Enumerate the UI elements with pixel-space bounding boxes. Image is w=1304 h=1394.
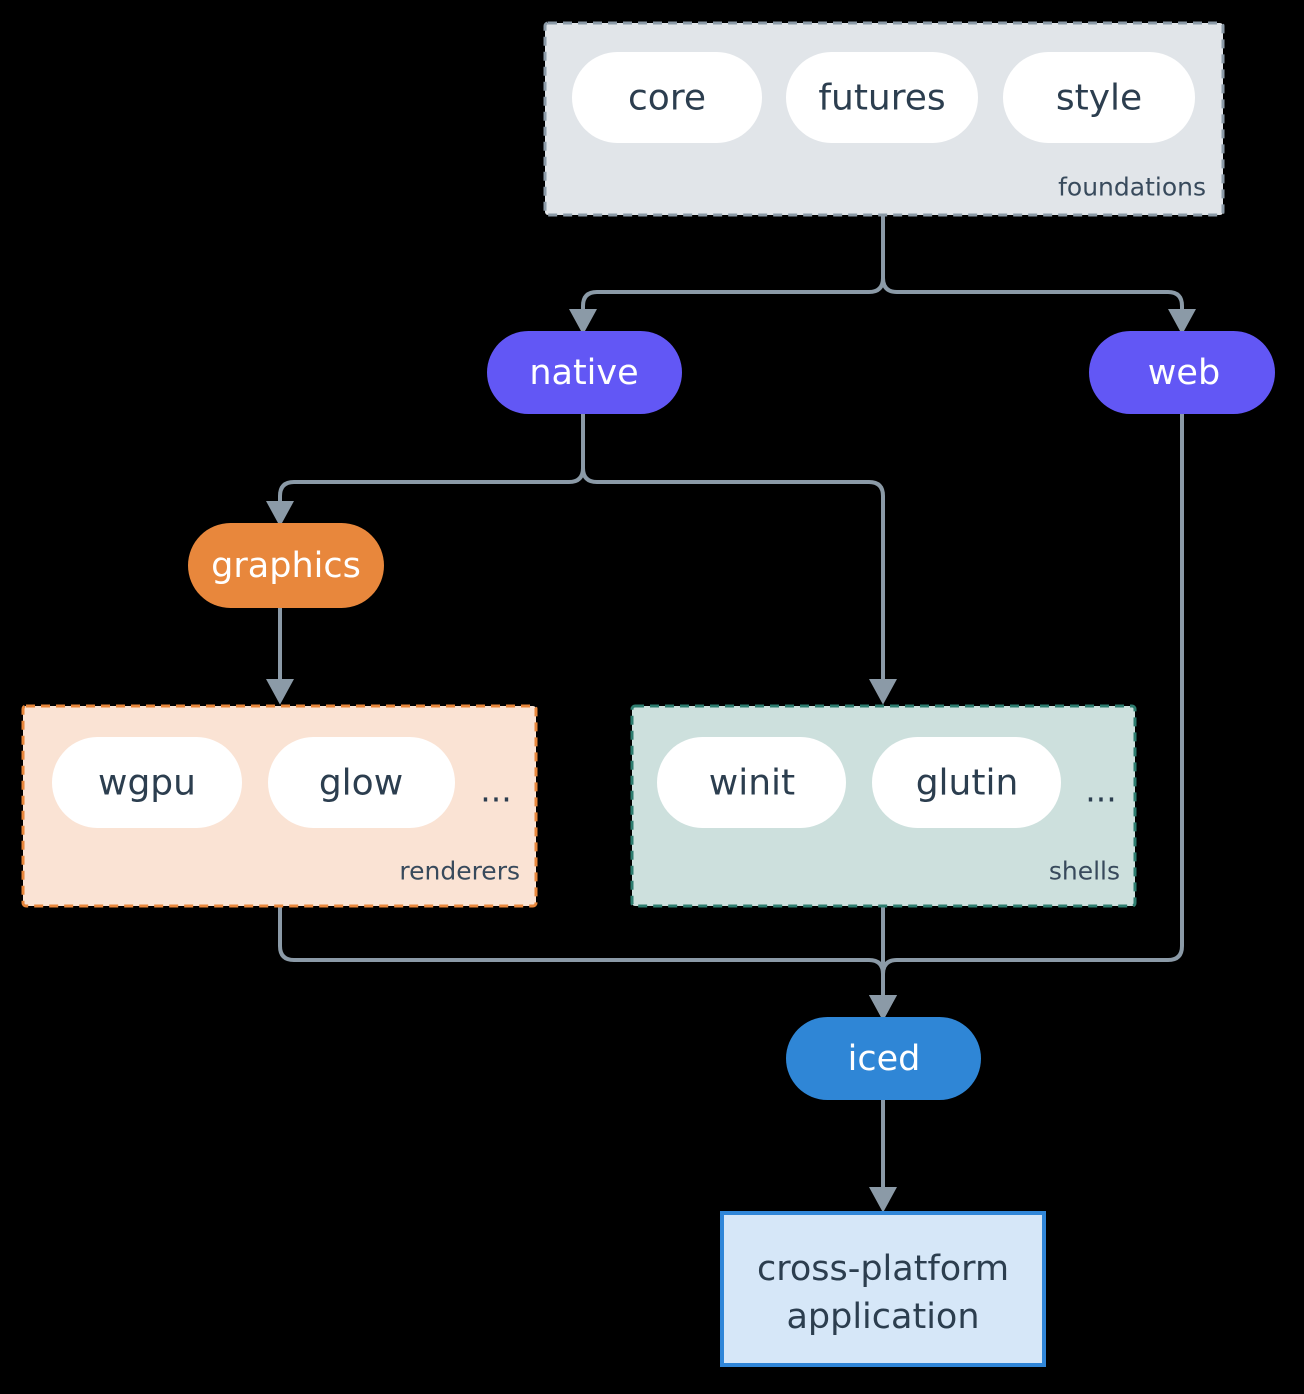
edge-web-to-iced — [869, 414, 1184, 1021]
style-shape — [1003, 52, 1195, 143]
native-shape — [487, 331, 682, 414]
native-label: native — [529, 353, 638, 393]
node-glow[interactable]: glow — [268, 737, 455, 828]
group-shells: winit glutin ... shells — [630, 704, 1137, 908]
foundations-group-tag: foundations — [1058, 173, 1206, 202]
winit-label: winit — [709, 763, 795, 804]
node-wgpu[interactable]: wgpu — [52, 737, 242, 828]
node-iced[interactable]: iced — [786, 1017, 981, 1100]
node-futures[interactable]: futures — [786, 52, 978, 143]
iced-label: iced — [848, 1039, 921, 1079]
node-style[interactable]: style — [1003, 52, 1195, 143]
edge-foundations-to-native — [569, 215, 885, 335]
edge-foundations-to-web — [881, 215, 1196, 335]
node-web[interactable]: web — [1089, 331, 1275, 414]
style-label: style — [1056, 78, 1142, 119]
glutin-shape — [872, 737, 1061, 828]
futures-label: futures — [818, 78, 945, 119]
graphics-label: graphics — [211, 546, 361, 586]
node-winit[interactable]: winit — [657, 737, 846, 828]
node-native[interactable]: native — [487, 331, 682, 414]
node-application[interactable]: cross-platform application — [720, 1211, 1046, 1367]
core-label: core — [628, 78, 706, 119]
application-label-line1: cross-platform — [757, 1249, 1009, 1289]
group-renderers: wgpu glow ... renderers — [21, 704, 538, 908]
node-graphics[interactable]: graphics — [188, 523, 384, 608]
renderers-ellipsis: ... — [480, 771, 511, 810]
wgpu-label: wgpu — [98, 763, 196, 804]
wgpu-shape — [52, 737, 242, 828]
glow-label: glow — [319, 763, 403, 804]
glow-shape — [268, 737, 455, 828]
application-label-line2: application — [786, 1297, 979, 1337]
shells-group-tag: shells — [1049, 857, 1120, 886]
application-shape — [720, 1211, 1046, 1367]
edge-native-to-shells — [581, 414, 897, 705]
graphics-shape — [188, 523, 384, 608]
glutin-label: glutin — [916, 763, 1019, 804]
edge-renderers-to-iced — [278, 906, 897, 1021]
core-shape — [572, 52, 762, 143]
shells-ellipsis: ... — [1085, 771, 1116, 810]
renderers-group-tag: renderers — [399, 857, 520, 886]
edge-layer — [266, 215, 1196, 1213]
node-core[interactable]: core — [572, 52, 762, 143]
futures-shape — [786, 52, 978, 143]
node-glutin[interactable]: glutin — [872, 737, 1061, 828]
group-foundations: core futures style foundations — [543, 21, 1225, 217]
winit-shape — [657, 737, 846, 828]
iced-shape — [786, 1017, 981, 1100]
web-shape — [1089, 331, 1275, 414]
web-label: web — [1148, 353, 1220, 393]
edge-native-to-graphics — [266, 414, 585, 527]
